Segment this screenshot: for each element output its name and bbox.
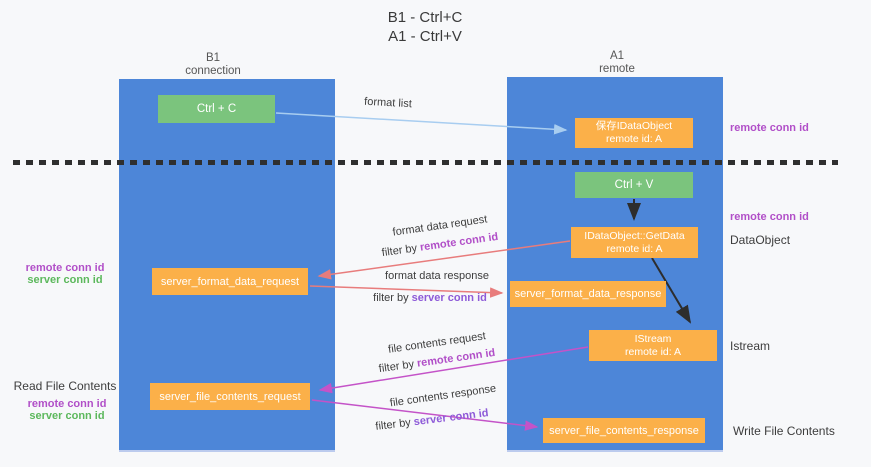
server-file-contents-response-label: server_file_contents_response	[549, 424, 699, 437]
lifeline-a1-name: A1	[609, 50, 625, 62]
lifeline-b1-role: connection	[185, 65, 241, 77]
server-conn-id-key: server conn id	[411, 292, 487, 304]
istream-line1: IStream	[634, 332, 672, 345]
title-line-1: B1 - Ctrl+C	[387, 9, 463, 26]
format-list-label: format list	[338, 94, 438, 111]
remote-conn-id-annotation-top: remote conn id	[730, 122, 809, 134]
write-file-contents-annotation: Write File Contents	[733, 424, 835, 438]
title-line-2: A1 - Ctrl+V	[388, 28, 462, 45]
lifeline-b1-name: B1	[205, 52, 221, 64]
filter-by-text: filter by	[381, 241, 421, 260]
server-format-data-response-node: server_format_data_response	[510, 281, 666, 307]
remote-conn-id-annotation-mid: remote conn id	[730, 211, 809, 223]
ctrl-c-label: Ctrl + C	[196, 103, 237, 115]
filter-by-text: filter by	[374, 416, 415, 433]
server-format-data-request-node: server_format_data_request	[152, 268, 308, 295]
filter-by-text: filter by	[378, 357, 418, 376]
server-format-data-response-label: server_format_data_response	[514, 288, 662, 300]
lifeline-header-b1: B1 connection	[153, 52, 273, 78]
remote-conn-id-key: remote conn id	[419, 230, 499, 254]
istream-line2: remote id: A	[624, 345, 682, 358]
save-idataobject-line2: remote id: A	[605, 133, 663, 145]
file-legend: remote conn id server conn id	[17, 398, 117, 422]
server-file-contents-request-node: server_file_contents_request	[150, 383, 310, 410]
legend-remote-conn-id: remote conn id	[25, 262, 105, 274]
phase-separator-dashed-line	[13, 160, 838, 165]
server-conn-id-key: server conn id	[413, 407, 490, 429]
legend-remote-conn-id: remote conn id	[27, 398, 107, 410]
format-data-response-filter-label: filter by server conn id	[345, 292, 515, 304]
format-data-response-text: format data response	[385, 270, 489, 282]
remote-conn-id-key: remote conn id	[416, 346, 496, 370]
istream-node: IStream remote id: A	[589, 330, 717, 361]
ctrl-v-label: Ctrl + V	[614, 179, 654, 191]
format-list-text: format list	[363, 95, 413, 111]
istream-annotation: Istream	[730, 339, 771, 353]
save-idataobject-node: 保存IDataObject remote id: A	[575, 118, 693, 148]
ctrl-v-node: Ctrl + V	[575, 172, 693, 198]
read-file-contents-annotation: Read File Contents	[13, 379, 117, 393]
server-file-contents-request-label: server_file_contents_request	[159, 390, 301, 403]
file-contents-response-text: file contents response	[389, 382, 497, 410]
lifeline-a1-role: remote	[599, 63, 635, 75]
diagram-title: B1 - Ctrl+C A1 - Ctrl+V	[300, 8, 550, 46]
save-idataobject-line1: 保存IDataObject	[595, 120, 673, 132]
getdata-line1: IDataObject::GetData	[584, 229, 685, 242]
getdata-line2: remote id: A	[606, 242, 663, 255]
legend-server-conn-id: server conn id	[29, 410, 105, 422]
legend-server-conn-id: server conn id	[27, 274, 103, 286]
format-legend: remote conn id server conn id	[15, 262, 115, 286]
format-data-response-label: format data response	[362, 270, 512, 282]
lifeline-header-a1: A1 remote	[557, 50, 677, 76]
filter-by-text: filter by	[373, 292, 412, 304]
server-file-contents-response-node: server_file_contents_response	[543, 418, 705, 443]
dataobject-annotation: DataObject	[730, 233, 791, 247]
ctrl-c-node: Ctrl + C	[158, 95, 275, 123]
server-format-data-request-label: server_format_data_request	[160, 275, 300, 288]
idataobject-getdata-node: IDataObject::GetData remote id: A	[571, 227, 698, 258]
